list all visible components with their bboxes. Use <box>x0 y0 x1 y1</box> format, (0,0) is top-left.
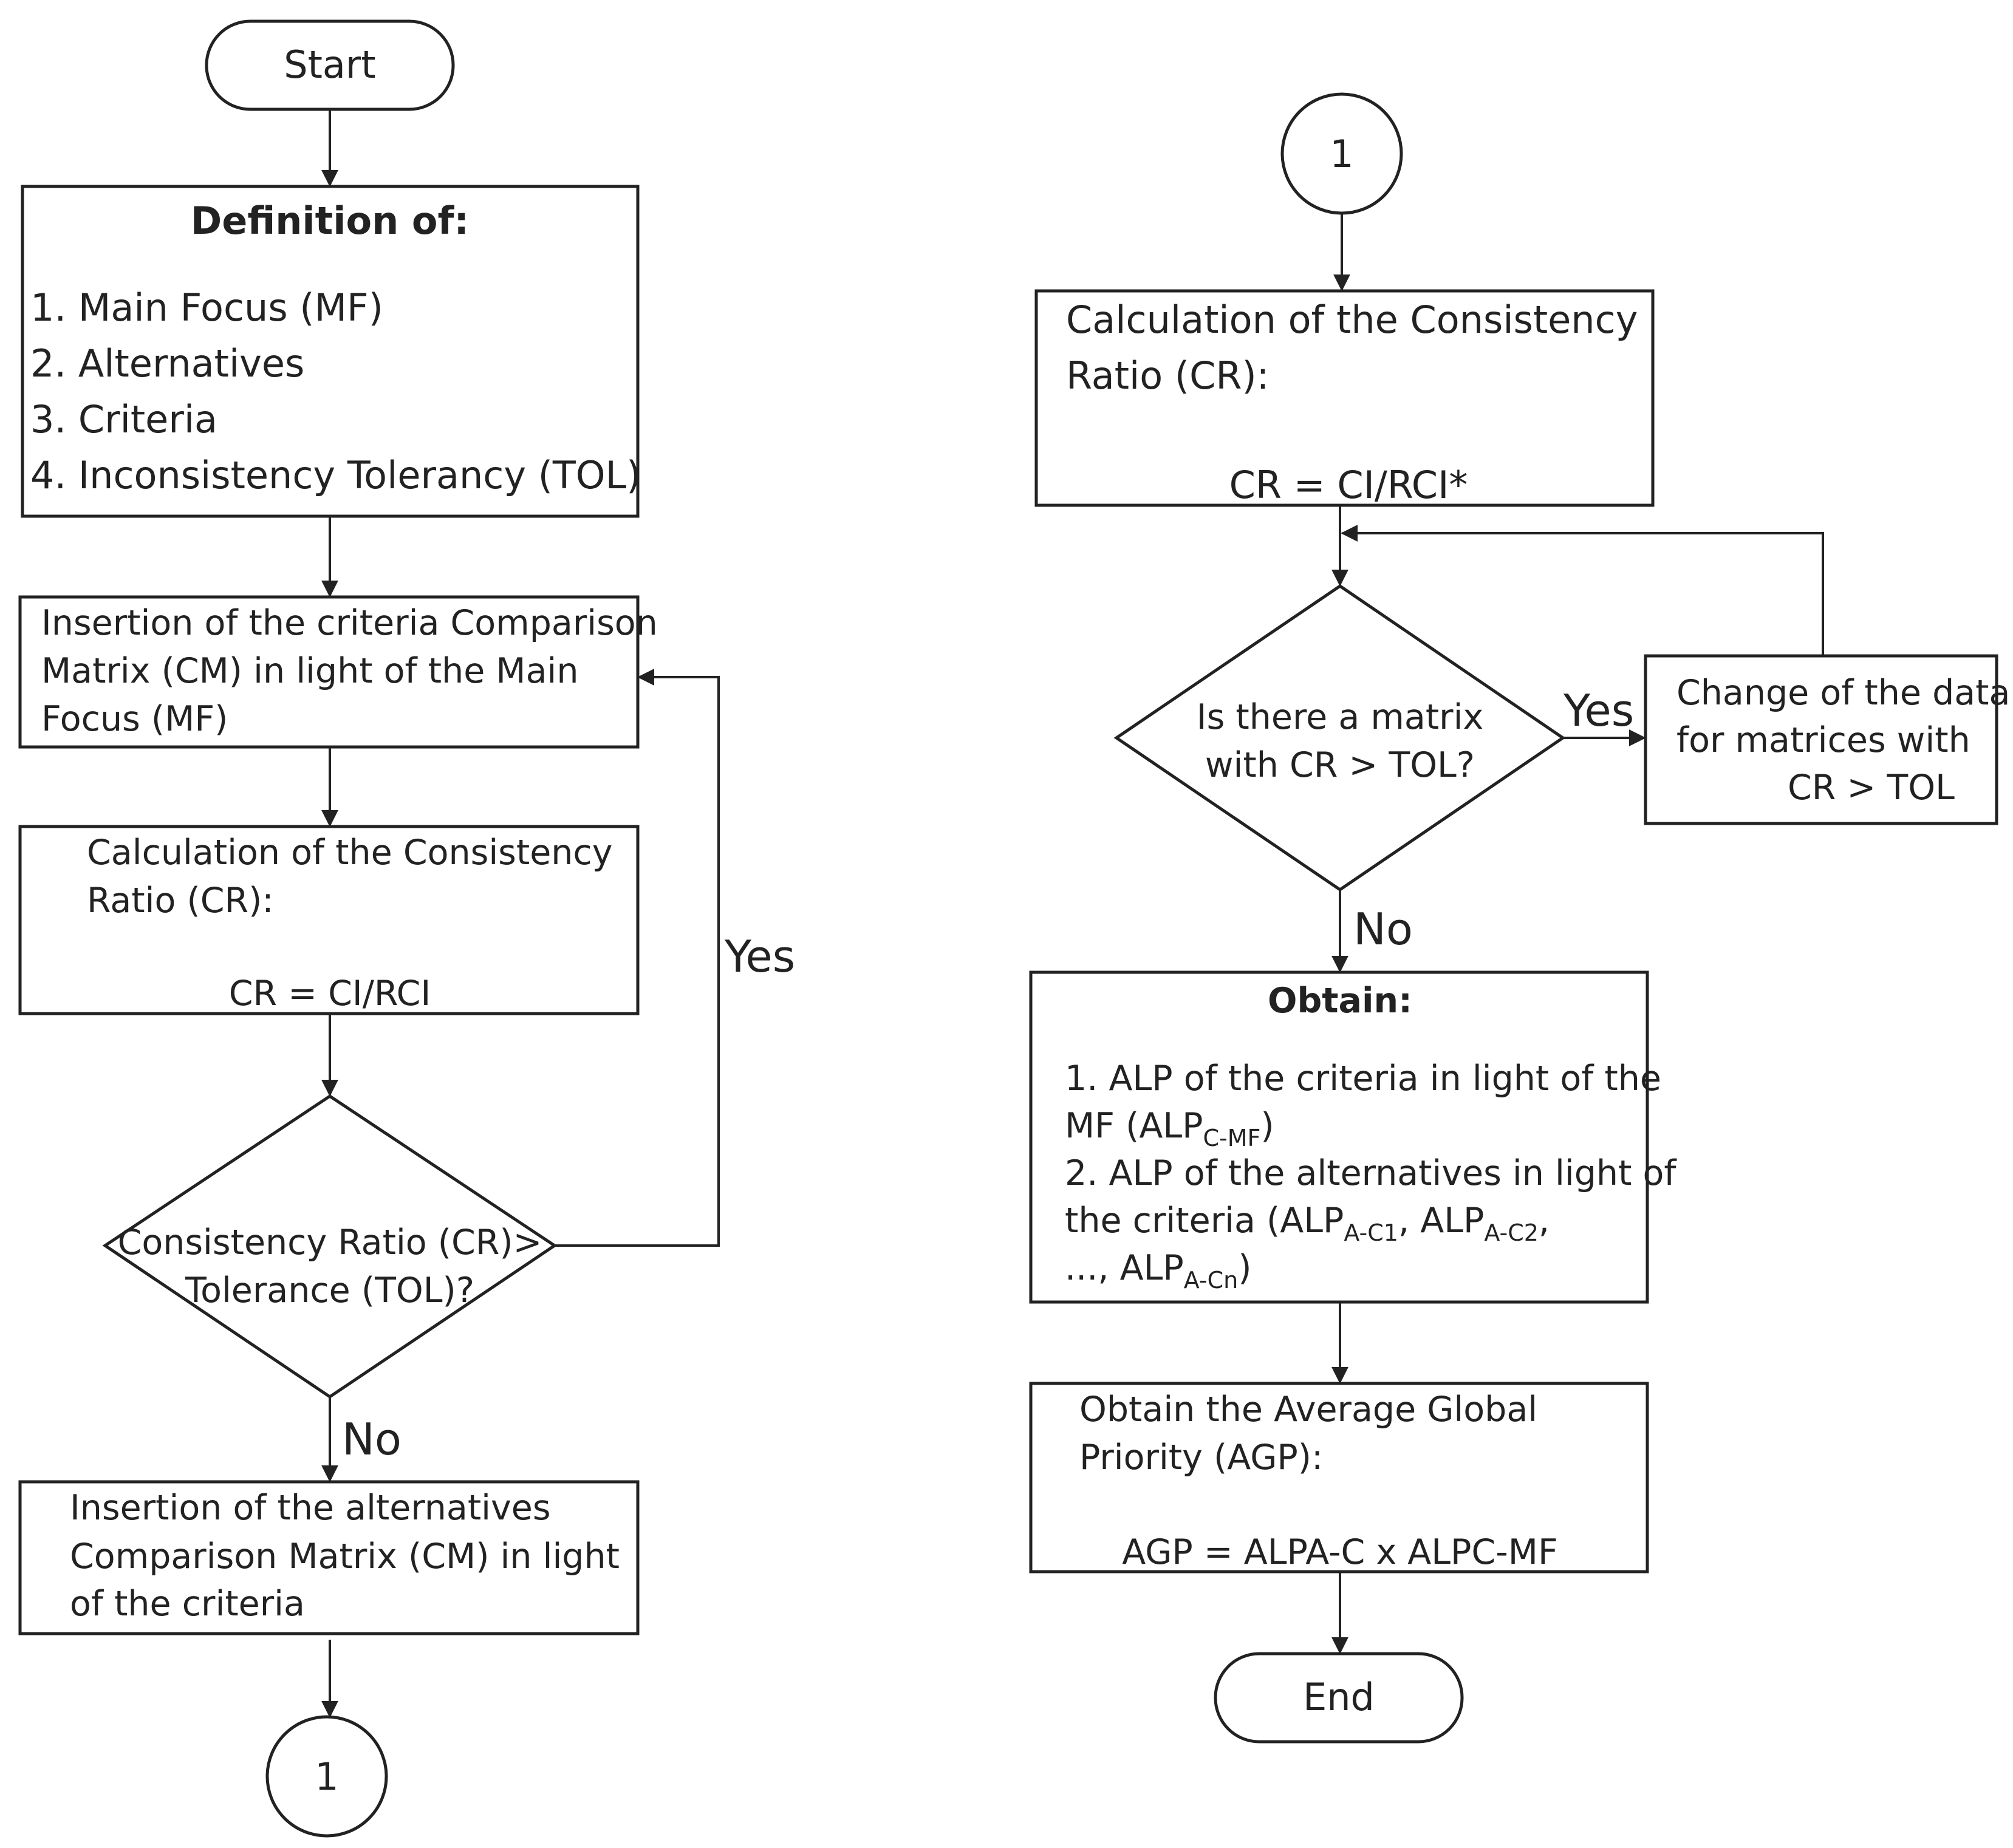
insertion-criteria-line-3: Focus (MF) <box>41 699 228 739</box>
definition-item-3: 3. Criteria <box>30 397 217 442</box>
insertion-criteria-line-2: Matrix (CM) in light of the Main <box>41 651 578 691</box>
obtain-line-1: 1. ALP of the criteria in light of the <box>1065 1059 1661 1099</box>
calc-cr-box-left: Calculation of the Consistency Ratio (CR… <box>18 825 640 1015</box>
decision-left-line-2: Tolerance (TOL)? <box>185 1270 474 1311</box>
obtain-line-3: 2. ALP of the alternatives in light of <box>1065 1153 1677 1193</box>
definition-item-4: 4. Inconsistency Tolerancy (TOL) <box>30 453 641 497</box>
obtain-line-2-post: ) <box>1260 1106 1274 1146</box>
decision-left-line-1: Consistency Ratio (CR)> <box>118 1222 542 1263</box>
change-data-box: Change of the data for matrices with CR … <box>1644 654 2010 825</box>
yes-label-left: Yes <box>724 931 795 982</box>
insertion-alternatives-line-3: of the criteria <box>70 1584 305 1624</box>
obtain-line-2-sub: C-MF <box>1203 1125 1260 1151</box>
definition-item-2: 2. Alternatives <box>30 341 304 386</box>
decision-diamond-right: Is there a matrix with CR > TOL? <box>1113 584 1566 892</box>
obtain-line-2-pre: MF (ALP <box>1065 1106 1203 1146</box>
no-label-left: No <box>342 1414 402 1465</box>
obtain-line-5-pre: ..., ALP <box>1065 1248 1184 1288</box>
change-data-line-2: for matrices with <box>1676 720 1970 760</box>
calc-cr-left-line-2: Ratio (CR): <box>87 881 274 921</box>
calc-cr-right-formula: CR = CI/RCI* <box>1229 463 1468 507</box>
start-terminator: Start <box>205 19 455 111</box>
calc-cr-box-right: Calculation of the Consistency Ratio (CR… <box>1034 289 1655 507</box>
agp-box: Obtain the Average Global Priority (AGP)… <box>1029 1382 1649 1574</box>
calc-cr-right-line-2: Ratio (CR): <box>1066 353 1270 398</box>
agp-line-1: Obtain the Average Global <box>1079 1389 1537 1430</box>
insertion-criteria-line-1: Insertion of the criteria Comparison <box>41 603 658 643</box>
agp-line-2: Priority (AGP): <box>1079 1437 1323 1478</box>
change-data-line-1: Change of the data <box>1676 673 2010 713</box>
definition-item-1: 1. Main Focus (MF) <box>30 285 383 330</box>
obtain-line-4: the criteria (ALPA-C1, ALPA-C2, <box>1065 1201 1550 1246</box>
obtain-line-2: MF (ALPC-MF) <box>1065 1106 1274 1151</box>
obtain-line-4-sub-2: A-C2 <box>1484 1219 1539 1246</box>
connector-right-label: 1 <box>1330 132 1353 176</box>
obtain-line-4-sub-1: A-C1 <box>1344 1219 1398 1246</box>
start-label: Start <box>284 43 375 87</box>
obtain-line-4-post: , <box>1539 1201 1550 1241</box>
obtain-box: Obtain: 1. ALP of the criteria in light … <box>1029 970 1677 1304</box>
decision-diamond-left: Consistency Ratio (CR)> Tolerance (TOL)? <box>102 1094 558 1399</box>
obtain-line-4-pre: the criteria (ALP <box>1065 1201 1344 1241</box>
obtain-title: Obtain: <box>1268 981 1412 1021</box>
definition-box: Definition of: 1. Main Focus (MF) 2. Alt… <box>21 185 641 518</box>
insertion-alternatives-line-1: Insertion of the alternatives <box>70 1488 551 1528</box>
insertion-criteria-box: Insertion of the criteria Comparison Mat… <box>18 595 658 749</box>
obtain-line-5: ..., ALPA-Cn) <box>1065 1248 1251 1294</box>
end-label: End <box>1303 1675 1375 1719</box>
definition-title: Definition of: <box>191 199 469 243</box>
end-terminator: End <box>1214 1652 1464 1744</box>
no-label-right: No <box>1353 904 1413 955</box>
decision-right-line-1: Is there a matrix <box>1197 697 1483 737</box>
agp-formula: AGP = ALPA-C x ALPC-MF <box>1122 1532 1558 1572</box>
insertion-alternatives-box: Insertion of the alternatives Comparison… <box>18 1480 640 1635</box>
arrow-yes-loop-left <box>555 669 720 1247</box>
decision-right-line-2: with CR > TOL? <box>1205 745 1475 785</box>
insertion-alternatives-line-2: Comparison Matrix (CM) in light <box>70 1536 620 1577</box>
calc-cr-left-formula: CR = CI/RCI <box>229 973 431 1014</box>
arrow-loop-back-right <box>1341 525 1824 656</box>
connector-left: 1 <box>265 1715 388 1838</box>
calc-cr-right-line-1: Calculation of the Consistency <box>1066 298 1638 342</box>
calc-cr-left-line-1: Calculation of the Consistency <box>87 833 612 873</box>
change-data-line-3: CR > TOL <box>1788 768 1955 808</box>
obtain-line-5-post: ) <box>1238 1248 1251 1288</box>
yes-label-right: Yes <box>1563 685 1634 736</box>
connector-left-label: 1 <box>315 1754 338 1799</box>
obtain-line-5-sub: A-Cn <box>1184 1267 1239 1294</box>
obtain-line-4-mid: , ALP <box>1398 1201 1484 1241</box>
connector-right: 1 <box>1280 92 1403 215</box>
